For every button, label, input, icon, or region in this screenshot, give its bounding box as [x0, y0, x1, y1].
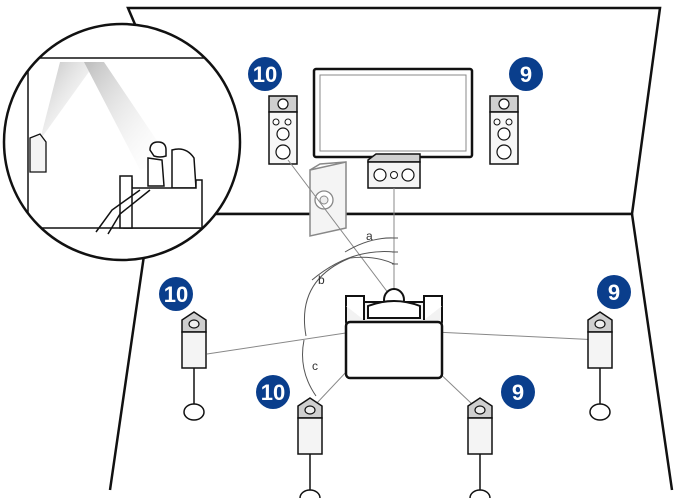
angle-label-a: a — [366, 229, 373, 243]
listener-on-sofa-icon — [344, 288, 444, 380]
badge-back-left: 10 — [256, 375, 290, 409]
svg-text:9: 9 — [608, 280, 620, 305]
elevation-detail-inset — [2, 22, 242, 262]
svg-text:9: 9 — [520, 62, 532, 87]
angle-label-b: b — [318, 273, 325, 287]
front-right-speaker-icon — [489, 95, 519, 165]
svg-text:10: 10 — [261, 380, 285, 405]
svg-text:9: 9 — [512, 380, 524, 405]
inset-listener-icon — [95, 141, 203, 235]
badge-back-right: 9 — [501, 375, 535, 409]
center-speaker-icon — [367, 153, 421, 189]
angle-arcs — [302, 237, 398, 397]
tv-icon — [312, 67, 474, 159]
angle-label-c: c — [312, 359, 318, 373]
svg-text:10: 10 — [164, 282, 188, 307]
badge-surround-right: 9 — [597, 275, 631, 309]
badge-surround-left: 10 — [159, 277, 193, 311]
badge-front-left: 10 — [248, 57, 282, 91]
subwoofer-icon — [309, 161, 347, 237]
dolby-elevation-speaker-icon — [29, 133, 47, 173]
svg-text:10: 10 — [253, 62, 277, 87]
badge-front-right: 9 — [509, 57, 543, 91]
front-left-speaker-icon — [268, 95, 298, 165]
